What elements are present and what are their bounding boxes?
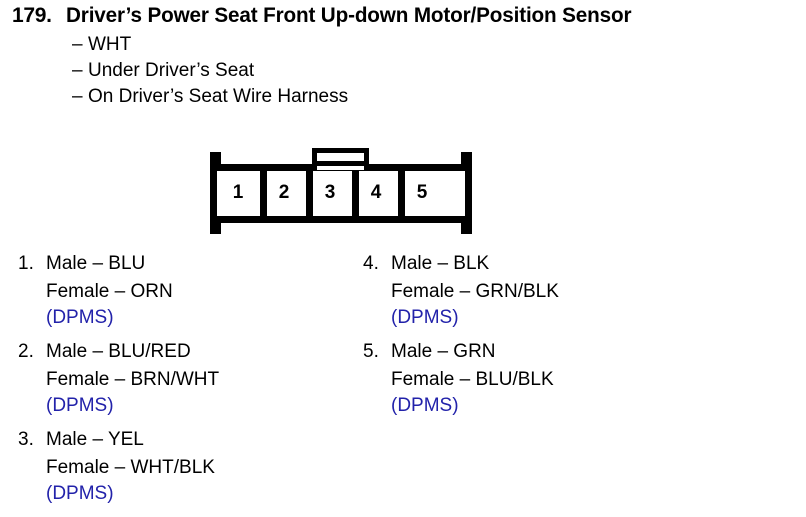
pin-entry-number: 2.	[18, 341, 34, 362]
pin-entry-note: (DPMS)	[46, 307, 114, 328]
pin-label-4: 4	[370, 182, 382, 203]
pin-entry-male: Male – GRN	[391, 341, 496, 362]
pin-entry-number: 5.	[363, 341, 379, 362]
pin-label-3: 3	[324, 182, 336, 203]
pin-label-2: 2	[278, 182, 290, 203]
bullet-label: Under Driver’s Seat	[88, 60, 255, 81]
pin-label-5: 5	[416, 182, 428, 203]
cavity-divider	[260, 164, 267, 223]
pin-entry-number: 3.	[18, 429, 34, 450]
pin-entry-male: Male – BLK	[391, 253, 490, 274]
header-block: 179. Driver’s Power Seat Front Up-down M…	[0, 4, 806, 112]
dash-bullet-icon: –	[72, 86, 83, 107]
cavity-divider	[306, 164, 313, 223]
pin-entry-female: Female – WHT/BLK	[46, 457, 215, 478]
pin-entry-male: Male – BLU/RED	[46, 341, 191, 362]
connector-diagram: 1 2 3 4 5	[205, 148, 477, 238]
pin-entry-female: Female – ORN	[46, 281, 173, 302]
pin-entry-female: Female – BRN/WHT	[46, 369, 220, 390]
pin-entry-1: 1. Male – BLU Female – ORN (DPMS)	[18, 253, 219, 331]
header-bullet-list: – WHT – Under Driver’s Seat – On Driver’…	[0, 34, 806, 112]
pin-entry-2: 2. Male – BLU/RED Female – BRN/WHT (DPMS…	[18, 341, 219, 419]
list-item: – On Driver’s Seat Wire Harness	[72, 86, 806, 112]
pin-entry-number: 1.	[18, 253, 34, 274]
list-item: – Under Driver’s Seat	[72, 60, 806, 86]
list-item: – WHT	[72, 34, 806, 60]
connector-locking-tab-line	[312, 161, 369, 166]
bullet-label: On Driver’s Seat Wire Harness	[88, 86, 349, 107]
entry-number: 179.	[12, 4, 52, 27]
pin-entry-note: (DPMS)	[46, 395, 114, 416]
bullet-label: WHT	[88, 34, 132, 55]
pin-list-right-column: 4. Male – BLK Female – GRN/BLK (DPMS) 5.…	[363, 253, 559, 429]
pin-entry-note: (DPMS)	[46, 483, 114, 504]
pin-entry-4: 4. Male – BLK Female – GRN/BLK (DPMS)	[363, 253, 559, 331]
pin-entry-note: (DPMS)	[391, 307, 459, 328]
pin-entry-male: Male – BLU	[46, 253, 146, 274]
pin-entry-male: Male – YEL	[46, 429, 144, 450]
cavity-divider	[398, 164, 405, 223]
pin-entry-5: 5. Male – GRN Female – BLU/BLK (DPMS)	[363, 341, 559, 419]
pin-entry-number: 4.	[363, 253, 379, 274]
dash-bullet-icon: –	[72, 60, 83, 81]
page-title: 179. Driver’s Power Seat Front Up-down M…	[0, 4, 806, 28]
connector-locking-tab	[312, 148, 369, 170]
entry-title: Driver’s Power Seat Front Up-down Motor/…	[65, 4, 632, 27]
dash-bullet-icon: –	[72, 34, 83, 55]
pin-list-left-column: 1. Male – BLU Female – ORN (DPMS) 2. Mal…	[18, 253, 219, 517]
pin-entry-note: (DPMS)	[391, 395, 459, 416]
pin-label-1: 1	[232, 182, 244, 203]
cavity-divider	[352, 164, 359, 223]
pin-entry-female: Female – BLU/BLK	[391, 369, 554, 390]
pin-entry-3: 3. Male – YEL Female – WHT/BLK (DPMS)	[18, 429, 219, 507]
pin-entry-female: Female – GRN/BLK	[391, 281, 559, 302]
